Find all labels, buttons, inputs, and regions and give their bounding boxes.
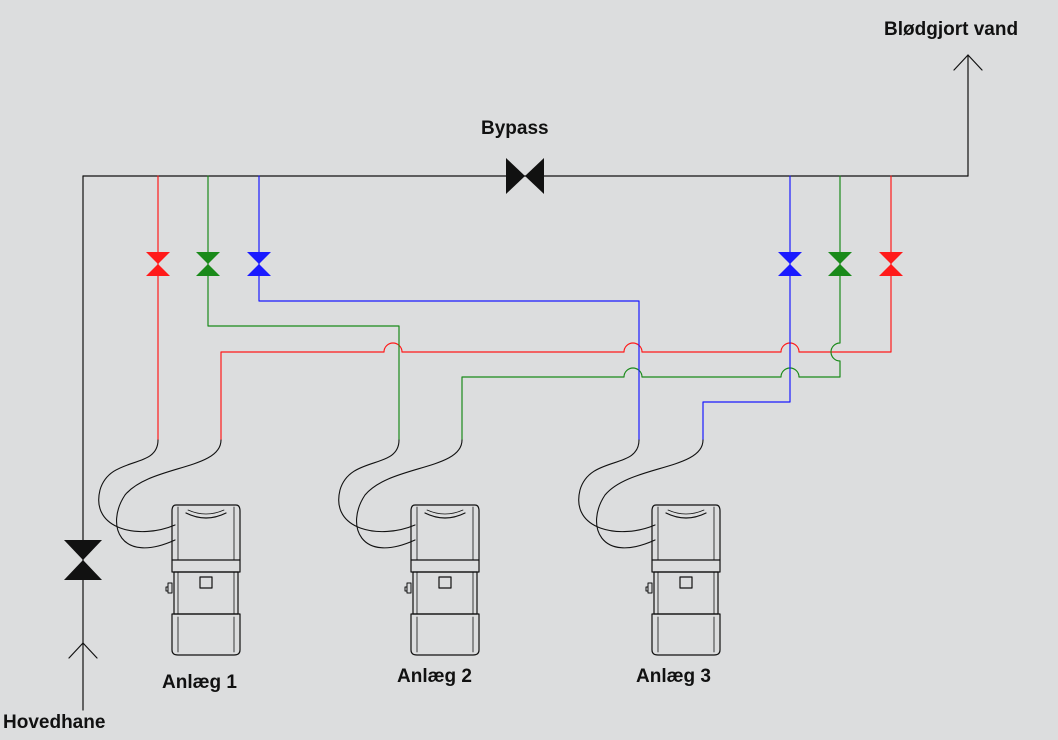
valve-icon[interactable] bbox=[778, 252, 802, 276]
valve-icon[interactable] bbox=[247, 252, 271, 276]
valve-icon[interactable] bbox=[828, 252, 852, 276]
unit-2-label: Anlæg 2 bbox=[397, 666, 472, 687]
softener-unit-icon bbox=[165, 504, 241, 656]
bypass-label: Bypass bbox=[481, 118, 549, 139]
main-pipe bbox=[82, 54, 969, 711]
arrow-up-icon bbox=[68, 642, 98, 659]
arrow-up-icon bbox=[953, 54, 983, 71]
inlet-label: Hovedhane bbox=[3, 712, 106, 733]
valve-icon[interactable] bbox=[64, 540, 102, 580]
softener-unit-icon bbox=[404, 504, 480, 656]
valve-icon[interactable] bbox=[506, 158, 544, 194]
hoses bbox=[98, 439, 704, 549]
valve-icon[interactable] bbox=[879, 252, 903, 276]
valve-icon[interactable] bbox=[146, 252, 170, 276]
outlet-label: Blødgjort vand bbox=[884, 19, 1019, 40]
softener-unit-icon bbox=[645, 504, 721, 656]
blue-pipe bbox=[258, 175, 791, 441]
valve-icon[interactable] bbox=[196, 252, 220, 276]
green-pipe bbox=[207, 175, 841, 441]
unit-3-label: Anlæg 3 bbox=[636, 666, 711, 687]
red-pipe bbox=[157, 175, 892, 441]
unit-1-label: Anlæg 1 bbox=[162, 672, 237, 693]
